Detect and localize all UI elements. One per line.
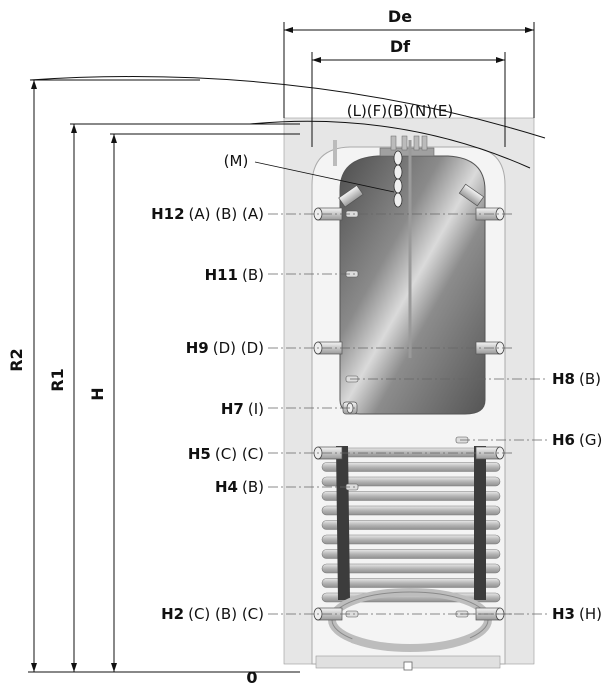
label-r2: R2 bbox=[7, 348, 26, 371]
coil-turn bbox=[321, 476, 501, 487]
height-label-h11: H11(B) bbox=[205, 266, 264, 284]
coil-turn bbox=[321, 505, 501, 516]
height-label-h8: H8(B) bbox=[552, 370, 601, 388]
anode-chain bbox=[393, 150, 403, 208]
left-height-labels: H12(A) (B) (A) H11(B) H9(D) (D) H7(I) H5(C) … bbox=[151, 205, 264, 623]
height-label-h9: H9(D) (D) bbox=[186, 339, 264, 357]
coil-turn bbox=[321, 462, 501, 472]
height-label-h6: H6(G) bbox=[552, 431, 602, 449]
height-label-h4: H4(B) bbox=[215, 478, 264, 496]
coil-turn bbox=[321, 578, 501, 588]
coil-turn bbox=[321, 520, 501, 530]
height-label-h2: H2(C) (B) (C) bbox=[161, 605, 264, 623]
label-anode: (M) bbox=[224, 152, 249, 170]
coil-turn bbox=[321, 534, 501, 545]
label-h: H bbox=[88, 387, 107, 400]
coil-turn bbox=[321, 491, 501, 501]
height-label-h3: H3(H) bbox=[552, 605, 602, 623]
dimension-labels: De Df R2 R1 H 0 (L)(F)(B)(N)(E) (M) bbox=[7, 7, 453, 686]
leader-lines bbox=[254, 161, 548, 615]
pipe-fitting bbox=[338, 184, 364, 208]
label-zero: 0 bbox=[246, 668, 257, 686]
inner-steel-tank bbox=[333, 135, 486, 415]
height-label-h5: H5(C) (C) bbox=[188, 445, 264, 463]
coil-turn bbox=[321, 447, 501, 458]
label-df: Df bbox=[390, 37, 411, 56]
height-label-h12: H12(A) (B) (A) bbox=[151, 205, 264, 223]
label-top-connections: (L)(F)(B)(N)(E) bbox=[347, 102, 454, 120]
label-r1: R1 bbox=[48, 368, 67, 391]
coil-turn bbox=[321, 563, 501, 574]
label-de: De bbox=[388, 7, 412, 26]
height-label-h7: H7(I) bbox=[221, 400, 264, 418]
dimension-lines bbox=[28, 22, 546, 673]
pipe-fitting bbox=[458, 183, 485, 207]
right-height-labels: H8(B) H6(G) H3(H) bbox=[552, 370, 602, 623]
coil-turn bbox=[321, 549, 501, 559]
